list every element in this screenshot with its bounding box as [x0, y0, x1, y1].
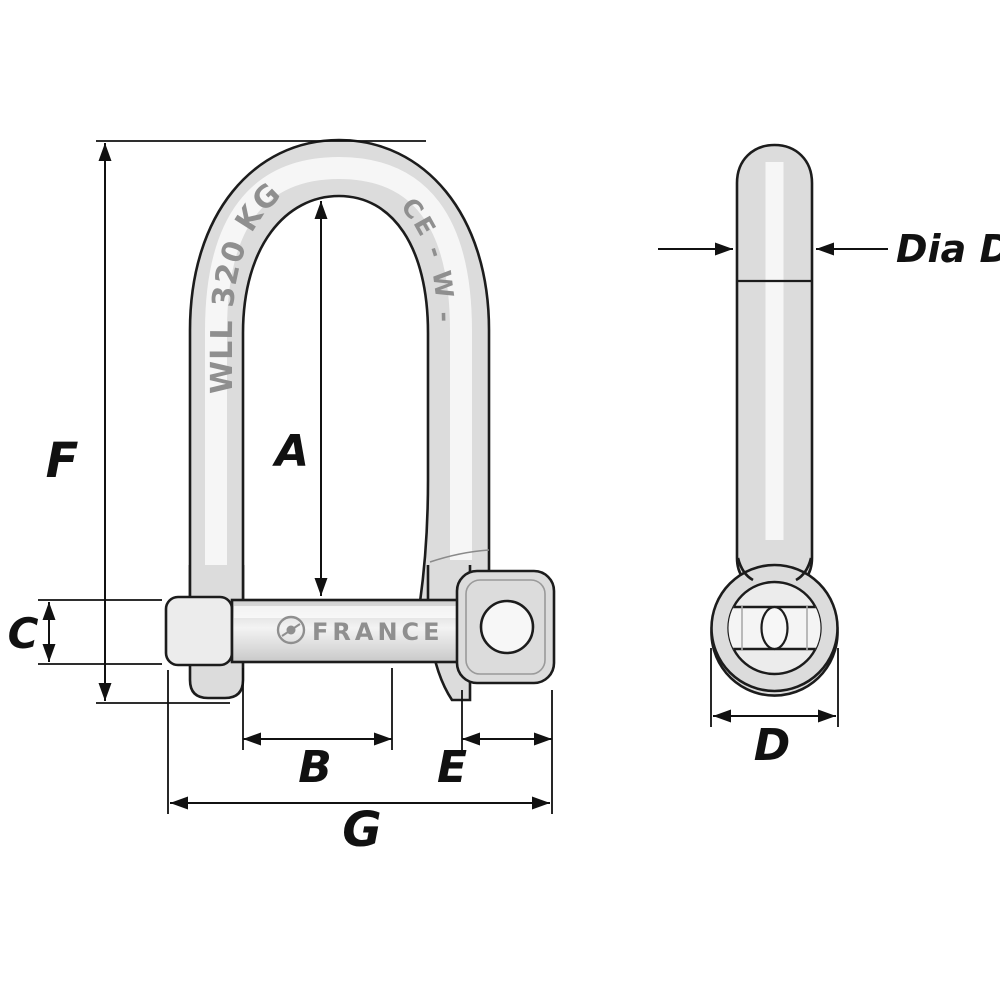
front-view: WLL 320 KG CE - W - FRANCE F [8, 138, 556, 858]
pin-collar [164, 595, 234, 667]
origin-marking: FRANCE [312, 618, 444, 646]
dim-f-label: F [46, 433, 79, 489]
dim-diad-label: Dia D [896, 227, 1000, 271]
dim-d-label: D [754, 720, 791, 771]
pin-head-hole [479, 599, 535, 655]
dim-a-label: A [272, 426, 309, 477]
bow-joint-line [429, 549, 490, 563]
brand-logo-icon [276, 615, 306, 645]
dim-g-label: G [342, 802, 381, 858]
bow-highlight [205, 156, 472, 598]
dimension-E: E [437, 690, 552, 793]
side-view: Dia D D [658, 143, 1000, 771]
dimension-D: D [710, 648, 839, 771]
dim-e-label: E [437, 742, 467, 793]
dimension-F: F [46, 140, 426, 704]
eye-notch-right [795, 557, 813, 582]
pin-head-bevel [465, 579, 546, 675]
dim-b-label: B [298, 742, 332, 793]
dim-c-label: C [8, 609, 39, 658]
eye-notch-left [736, 557, 754, 582]
dimension-A: A [272, 201, 328, 596]
dimension-B: B [242, 668, 393, 793]
dimension-DiaD: Dia D [658, 227, 1000, 271]
pin-shaft-sheen [234, 606, 456, 618]
pin-center-boss [760, 605, 789, 651]
dimension-C: C [8, 599, 162, 665]
dimension-G: G [167, 670, 553, 858]
